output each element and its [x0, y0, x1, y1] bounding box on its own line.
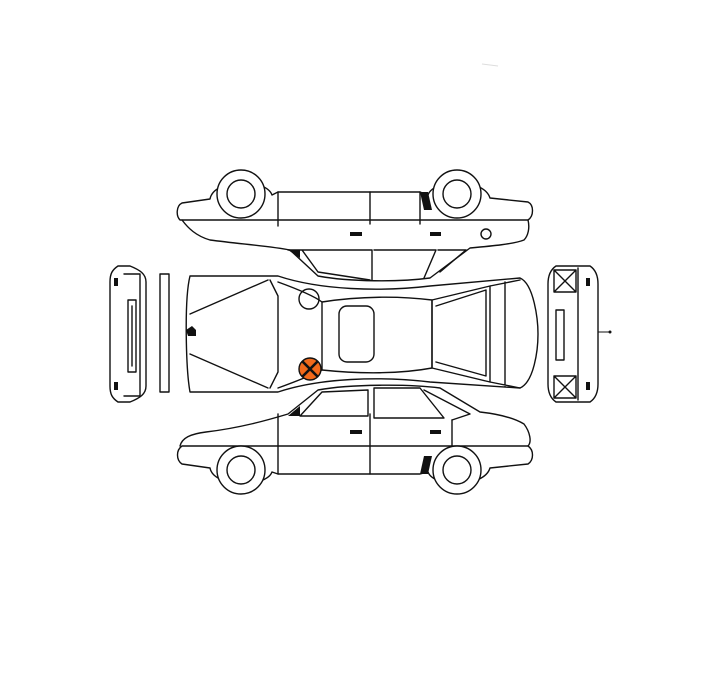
side-bottom-windows	[299, 387, 471, 421]
rear-taillight-bottom	[553, 375, 577, 399]
rear-reflector-top	[586, 278, 590, 286]
side-top-profile	[181, 219, 530, 282]
rear-view	[547, 265, 612, 403]
side-bottom-front-wheel-hub	[226, 455, 256, 485]
side-top-door-handle-rear	[430, 232, 441, 236]
side-bottom-door-handle-rear	[430, 430, 441, 434]
side-top-pillar-rear	[420, 192, 432, 210]
side-bottom-rear-wheel-hub	[442, 455, 472, 485]
front-view	[109, 265, 170, 403]
side-top-front-wheel-hub	[226, 179, 256, 209]
antenna-tip	[608, 330, 612, 334]
rear-trunk-panel	[555, 267, 579, 401]
side-top-rear-wheel-hub	[442, 179, 472, 209]
side-bottom-pillar-front	[288, 406, 300, 416]
side-view-bottom	[176, 384, 534, 495]
rear-taillight-top	[553, 269, 577, 293]
plan-rear-window	[431, 285, 491, 383]
front-grille	[123, 273, 141, 397]
hood-ornament-icon	[186, 326, 196, 336]
side-top-front-wheel	[216, 169, 266, 219]
sunroof	[338, 305, 375, 363]
rear-body-outline	[547, 265, 599, 403]
plan-trunk-lines	[489, 279, 521, 389]
front-bumper-outline	[109, 265, 147, 403]
plan-windshield	[277, 281, 323, 389]
side-bottom-profile	[179, 384, 531, 447]
plan-hood-lines	[189, 279, 279, 389]
fuel-cap-icon	[480, 228, 492, 240]
plan-view	[185, 275, 539, 393]
rear-reflector-bottom	[586, 382, 590, 390]
side-bottom-rear-wheel	[432, 445, 482, 495]
damage-marker	[298, 357, 322, 381]
side-top-windows	[287, 249, 467, 281]
side-bottom-front-wheel	[216, 445, 266, 495]
front-bumper-strip	[159, 273, 170, 393]
side-top-rocker	[277, 191, 421, 227]
side-top-door-handle-front	[350, 232, 362, 236]
front-headlight-top	[114, 278, 118, 286]
side-bottom-pillar-rear	[420, 456, 432, 474]
side-top-rear-wheel	[432, 169, 482, 219]
side-bottom-door-handle-front	[350, 430, 362, 434]
front-headlight-bottom	[114, 382, 118, 390]
marker-empty-circle	[298, 288, 320, 310]
plan-body-outline	[185, 275, 539, 393]
side-top-pillar-front	[288, 250, 300, 258]
side-view-top	[176, 169, 534, 282]
scan-smudge	[481, 63, 499, 67]
